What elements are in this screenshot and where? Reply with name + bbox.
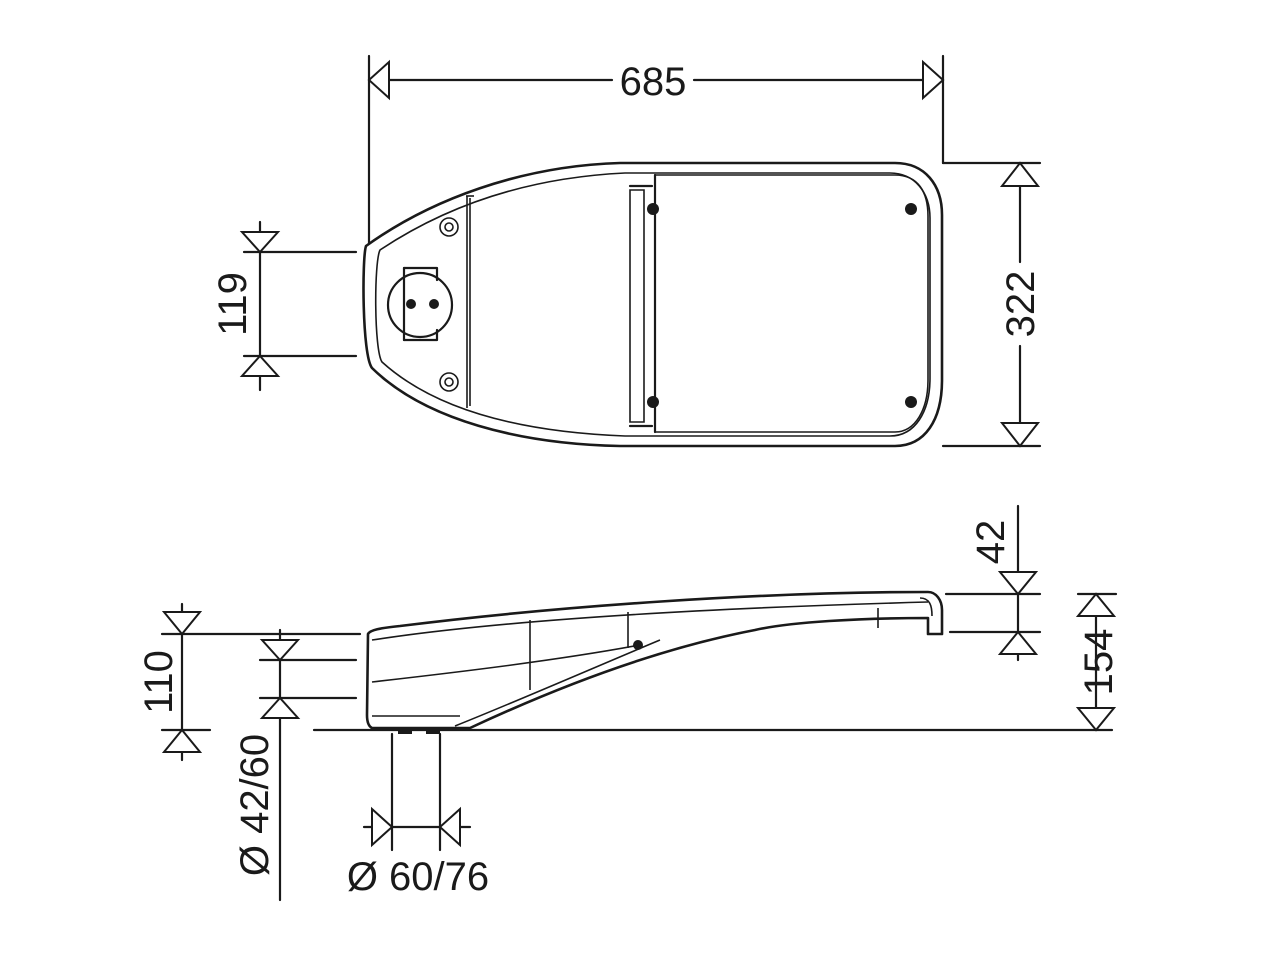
mounting-screw-top-icon	[439, 217, 459, 237]
mounting-screw-bottom-icon	[439, 372, 459, 392]
lamp-cover	[628, 173, 929, 434]
arrowhead-right	[922, 59, 945, 101]
arrowhead-left	[367, 59, 390, 101]
dimension-label-110: 110	[137, 650, 181, 714]
cover-screw-icon	[905, 396, 917, 408]
head-compartment	[386, 195, 474, 408]
hinge-pin-icon	[633, 640, 643, 650]
dimension-119: 119	[211, 220, 358, 392]
dimension-label-119: 119	[211, 272, 255, 336]
dimension-154: 154	[1075, 592, 1121, 732]
dimension-label-spigot-bottom: Ø 60/76	[347, 855, 489, 899]
dimension-685: 685	[367, 54, 945, 248]
cover-screw-icon	[647, 396, 659, 408]
spigot-socket-icon	[386, 266, 454, 342]
side-view: 110 Ø 42/60 Ø 60/76 42	[137, 504, 1121, 902]
cover-screw-icon	[647, 203, 659, 215]
dimension-spigot-side: Ø 42/60	[233, 628, 358, 902]
dimension-label-322: 322	[999, 271, 1043, 338]
dimension-322: 322	[941, 161, 1043, 448]
luminaire-side-outline	[365, 590, 944, 734]
dimension-label-42: 42	[969, 520, 1013, 565]
luminaire-plan-outline	[362, 161, 944, 448]
dimension-spigot-bottom: Ø 60/76	[347, 732, 489, 899]
dimension-label-spigot-side: Ø 42/60	[233, 734, 277, 876]
spigot-clamp-icon	[398, 728, 412, 734]
dimension-110: 110	[137, 602, 362, 762]
dimension-label-685: 685	[620, 60, 687, 104]
spigot-clamp-icon	[426, 728, 440, 734]
cover-screw-icon	[905, 203, 917, 215]
dimension-42: 42	[944, 504, 1042, 662]
top-view: 685	[211, 54, 1043, 448]
dimension-label-154: 154	[1077, 629, 1121, 696]
